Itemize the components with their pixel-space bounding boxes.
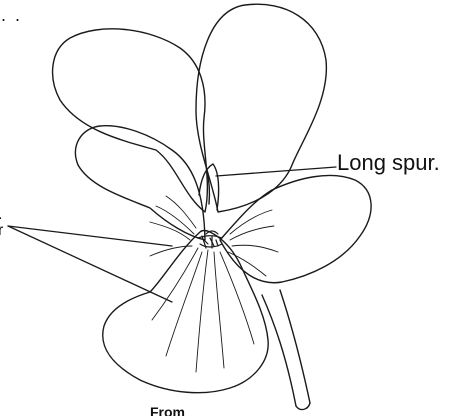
right-lateral-petal — [220, 175, 371, 282]
spur-leader-line — [216, 167, 336, 176]
bottom-fragment-label: From — [150, 404, 185, 416]
upper-right-petal — [196, 4, 326, 212]
left-leader-line-upper — [8, 226, 172, 246]
left-leader-line-lower — [8, 226, 172, 302]
top-dots-label: . . — [1, 5, 22, 26]
left-fragment-label-b: r — [0, 222, 3, 240]
flower-stalk — [262, 290, 310, 410]
long-spur-label: Long spur. — [337, 150, 440, 176]
leader-lines — [8, 167, 336, 302]
upper-left-petal — [53, 29, 208, 212]
left-lateral-petal — [75, 126, 205, 240]
